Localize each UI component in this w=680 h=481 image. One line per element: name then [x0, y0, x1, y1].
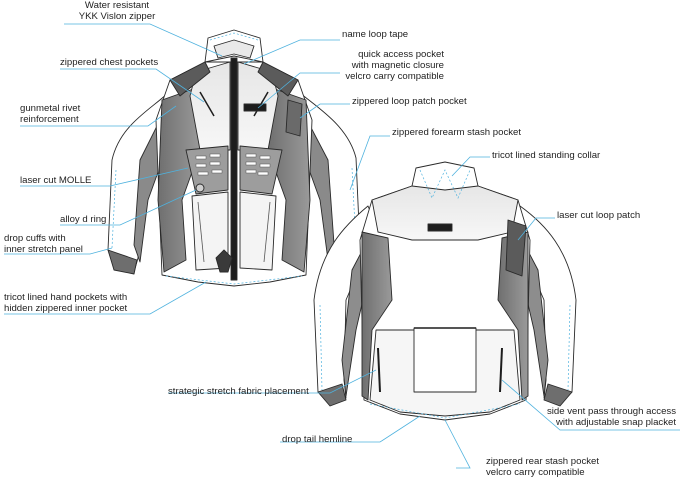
- leader-loop-patch-pocket: [299, 103, 350, 119]
- front-left-shoulder-yoke: [169, 61, 211, 97]
- callout-chest-pockets: zippered chest pockets: [60, 57, 159, 68]
- callout-collar: tricot lined standing collar: [492, 150, 601, 161]
- callout-hand-pockets: tricot lined hand pockets with hidden zi…: [4, 292, 128, 314]
- callout-stretch-fabric: strategic stretch fabric placement: [168, 386, 309, 397]
- leader-drop-cuffs: [4, 247, 113, 255]
- front-d-ring: [195, 183, 205, 193]
- leader-lines: [4, 23, 680, 469]
- leader-quick-access: [257, 72, 340, 109]
- callout-drop-tail: drop tail hemline: [282, 434, 353, 445]
- callout-quick-access: quick access pocket with magnetic closur…: [345, 49, 444, 82]
- back-stitching: [319, 169, 571, 419]
- leader-hand-pockets: [4, 281, 207, 315]
- callout-forearm-pocket: zippered forearm stash pocket: [392, 127, 522, 138]
- leader-collar: [451, 156, 490, 177]
- callout-molle: laser cut MOLLE: [20, 175, 92, 186]
- leader-rear-pocket: [444, 419, 471, 469]
- back-brand-tag: [427, 223, 453, 232]
- front-zipper-pull: [215, 249, 233, 273]
- callout-loop-patch: laser cut loop patch: [557, 210, 641, 221]
- back-jacket: [313, 161, 577, 421]
- front-right-shoulder-yoke: [257, 61, 299, 97]
- leader-side-vent: [501, 379, 680, 431]
- back-left-side-panel: [361, 231, 393, 401]
- callout-loop-patch-pocket: zippered loop patch pocket: [352, 96, 467, 107]
- back-right-vent: [499, 347, 503, 393]
- back-collar: [411, 161, 479, 191]
- front-zipper: [230, 57, 238, 281]
- leader-rivet: [20, 105, 177, 127]
- leader-name-loop: [243, 39, 340, 65]
- front-collar-inner: [213, 39, 255, 59]
- front-right-molle-panel: [239, 145, 283, 195]
- callout-drop-cuffs: drop cuffs with inner stretch panel: [4, 233, 83, 255]
- leader-chest-pockets: [60, 68, 205, 103]
- back-rear-pocket: [413, 327, 477, 393]
- front-left-chest-zip: [199, 91, 215, 117]
- leader-drop-tail: [280, 415, 421, 443]
- callout-d-ring: alloy d ring: [60, 214, 107, 225]
- leader-d-ring: [60, 189, 197, 226]
- back-loop-patch: [505, 219, 527, 277]
- back-yoke: [371, 185, 519, 241]
- front-loop-patch: [285, 99, 303, 137]
- leader-zipper: [64, 23, 223, 57]
- front-brand-tag: [243, 103, 267, 112]
- back-right-cuff: [543, 383, 573, 407]
- leader-molle: [20, 167, 189, 187]
- back-left-vent: [377, 347, 381, 393]
- front-lower-right-panel: [239, 191, 277, 271]
- leader-forearm-pocket: [349, 135, 390, 191]
- front-molle-slots: [195, 153, 271, 176]
- callout-name-loop: name loop tape: [342, 29, 409, 40]
- callout-rear-pocket: zippered rear stash pocket velcro carry …: [486, 456, 600, 478]
- front-left-cuff: [107, 249, 138, 275]
- front-jacket: [107, 29, 361, 287]
- callout-zipper: Water resistant YKK Vislon zipper: [78, 0, 156, 22]
- back-left-cuff: [317, 383, 347, 407]
- callout-rivet: gunmetal rivet reinforcement: [20, 103, 81, 125]
- leader-loop-patch: [517, 217, 555, 241]
- callout-side-vent: side vent pass through access with adjus…: [546, 406, 676, 428]
- leader-stretch-fabric: [168, 369, 377, 394]
